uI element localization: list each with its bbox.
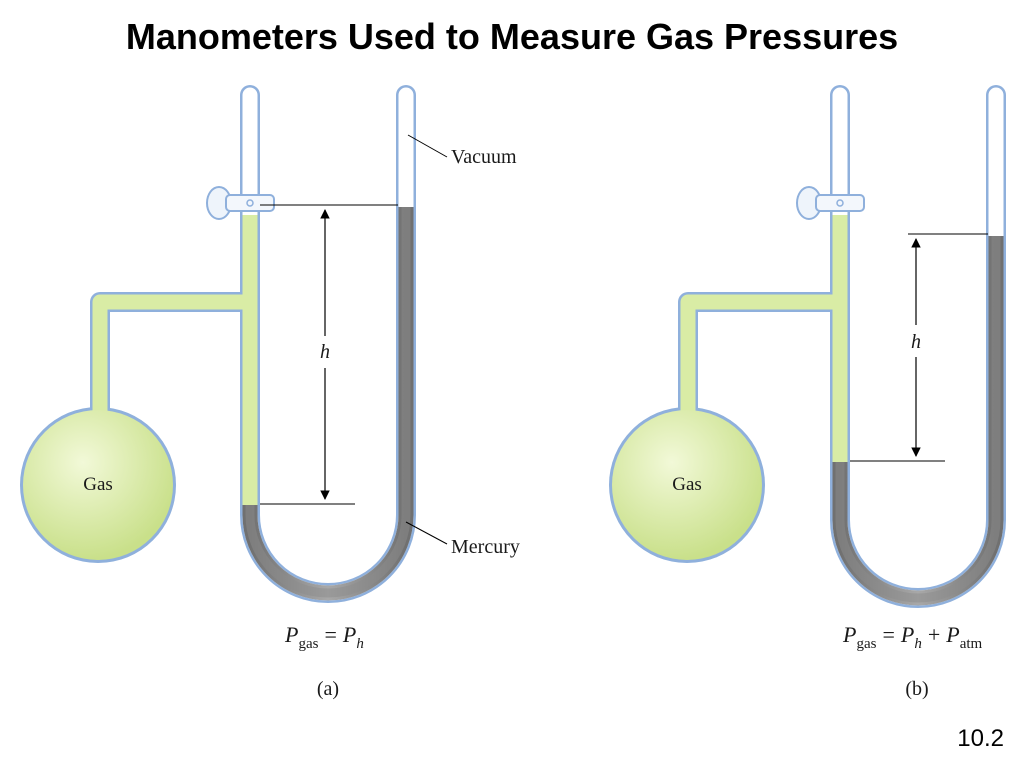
equation-b: Pgas=Ph+Patm bbox=[842, 622, 983, 652]
gas-bulb-b bbox=[612, 410, 762, 560]
height-label-a: h bbox=[320, 341, 330, 363]
height-label-b: h bbox=[911, 331, 921, 353]
gas-bulb-a bbox=[23, 410, 173, 560]
gas-bulb-label-a: Gas bbox=[83, 474, 113, 495]
slide-title: Manometers Used to Measure Gas Pressures bbox=[125, 16, 899, 57]
gas-side-tube-a bbox=[92, 294, 250, 420]
vacuum-label: Vacuum bbox=[451, 146, 517, 168]
mercury-column-a bbox=[242, 207, 414, 601]
stopcock-b bbox=[796, 186, 865, 220]
equation-a: Pgas=Ph bbox=[284, 622, 364, 652]
manometer-a: h Vacuum Mercury Gas Pgas=Ph (a) bbox=[20, 85, 520, 700]
gas-bulb-label-b: Gas bbox=[672, 474, 702, 495]
mercury-label: Mercury bbox=[451, 536, 520, 558]
gas-side-tube-b bbox=[680, 294, 840, 420]
side-tube-glass-a bbox=[90, 292, 260, 420]
vacuum-leader-a bbox=[407, 134, 448, 158]
panel-label-b: (b) bbox=[905, 678, 928, 700]
mercury-leader-a bbox=[405, 521, 448, 545]
stopcock-a bbox=[206, 186, 275, 220]
panel-label-a: (a) bbox=[317, 678, 339, 700]
manometer-b: h Gas Pgas=Ph+Patm (b) bbox=[609, 85, 1006, 700]
slide-number: 10.2 bbox=[957, 725, 1004, 752]
side-tube-glass-b bbox=[678, 292, 850, 420]
mercury-column-b bbox=[832, 236, 1004, 606]
